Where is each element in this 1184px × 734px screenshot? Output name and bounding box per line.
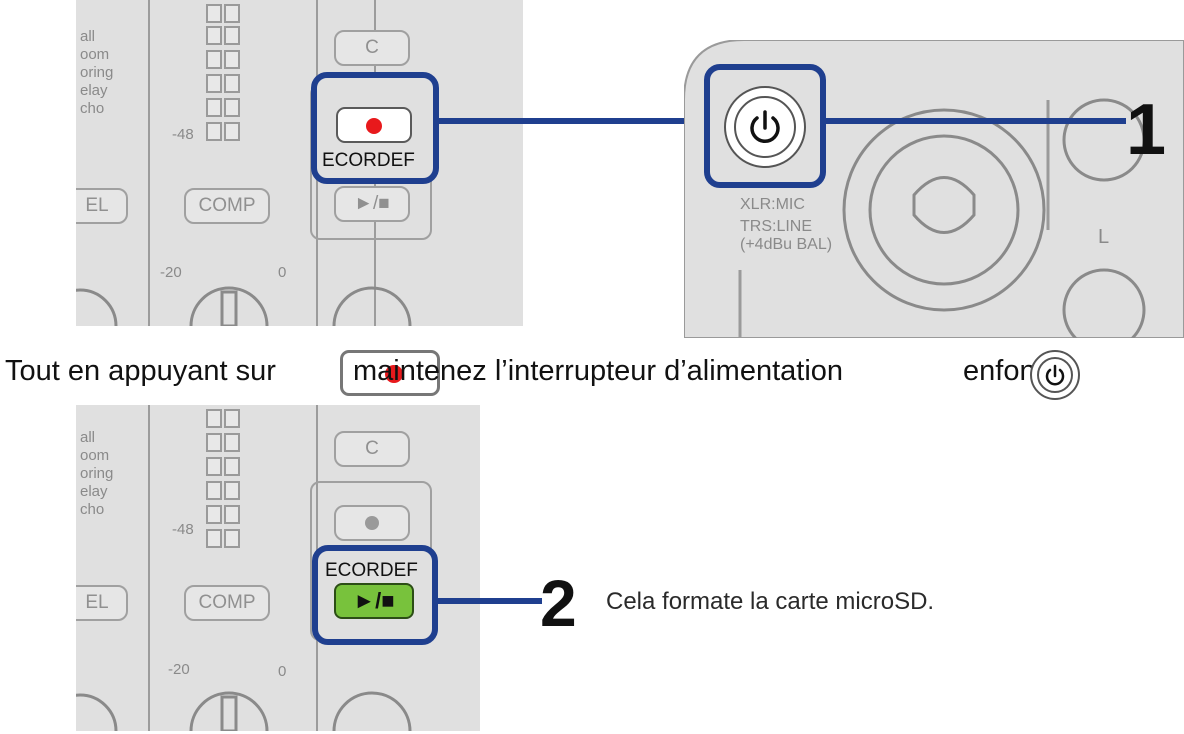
channel-label: L [1098,226,1110,248]
meter-label: -48 [172,126,194,143]
divider [148,0,150,326]
leader-line [439,118,704,124]
input-label-xlr: XLR:MIC [740,196,805,213]
c-button[interactable]: C [334,431,410,467]
knob-min-label: -20 [160,264,182,281]
select-button[interactable]: EL [76,585,128,621]
menu-item: cho [80,501,105,518]
input-label-trs: TRS:LINE [740,218,813,235]
play-stop-icon: ►/■ [353,588,395,613]
comp-button[interactable]: COMP [184,188,270,224]
step-number-2: 2 [540,566,577,640]
menu-item: all [80,429,96,446]
device-panel-bottom: all oom oring elay cho -48 EL COMP C -20… [76,405,480,731]
menu-item: cho [80,100,105,117]
rec-button-inactive[interactable] [334,505,410,541]
power-icon [750,110,780,143]
device-panel-top: all oom oring elay cho -48 EL COMP C ►/■… [76,0,523,326]
step1-text-b: maintenez l’interrupteur d’alimentation [353,355,844,387]
power-button[interactable] [722,84,808,170]
play-stop-button[interactable]: ►/■ [334,186,410,222]
leader-line [826,118,1126,124]
step2-caption: Cela formate la carte microSD. [606,588,935,615]
select-button[interactable]: EL [76,188,128,224]
leader-line [438,598,542,604]
menu-item: all [80,28,96,45]
knob-icon [76,691,412,731]
effect-menu: all oom oring elay cho [80,429,113,519]
power-inline-icon [1030,350,1080,400]
knob-icon [76,286,412,326]
divider [148,405,150,731]
rec-button[interactable] [336,107,412,143]
comp-button[interactable]: COMP [184,585,270,621]
recorder-label: ECORDEF [322,150,415,171]
menu-item: elay [80,82,108,99]
level-meter [206,405,246,555]
meter-label: -48 [172,521,194,538]
knob-max-label: 0 [278,264,287,281]
rec-dot-icon [366,118,382,134]
rec-dot-icon [365,516,379,530]
recorder-label: ECORDEF [325,560,418,581]
knob-max-label: 0 [278,663,287,680]
step-number-1: 1 [1126,90,1167,170]
knob-min-label: -20 [168,661,190,678]
step1-text-a: Tout en appuyant sur [5,355,276,387]
effect-menu: all oom oring elay cho [80,28,113,118]
menu-item: oom [80,447,110,464]
rec-dot-icon [385,365,403,383]
menu-item: oring [80,64,114,81]
c-button[interactable]: C [334,30,410,66]
menu-item: oom [80,46,110,63]
rec-button-inline-icon [340,350,440,396]
level-meter [206,0,246,150]
input-label-level: (+4dBu BAL) [740,236,833,253]
menu-item: oring [80,465,114,482]
play-stop-button-lit[interactable]: ►/■ [334,583,414,619]
menu-item: elay [80,483,108,500]
